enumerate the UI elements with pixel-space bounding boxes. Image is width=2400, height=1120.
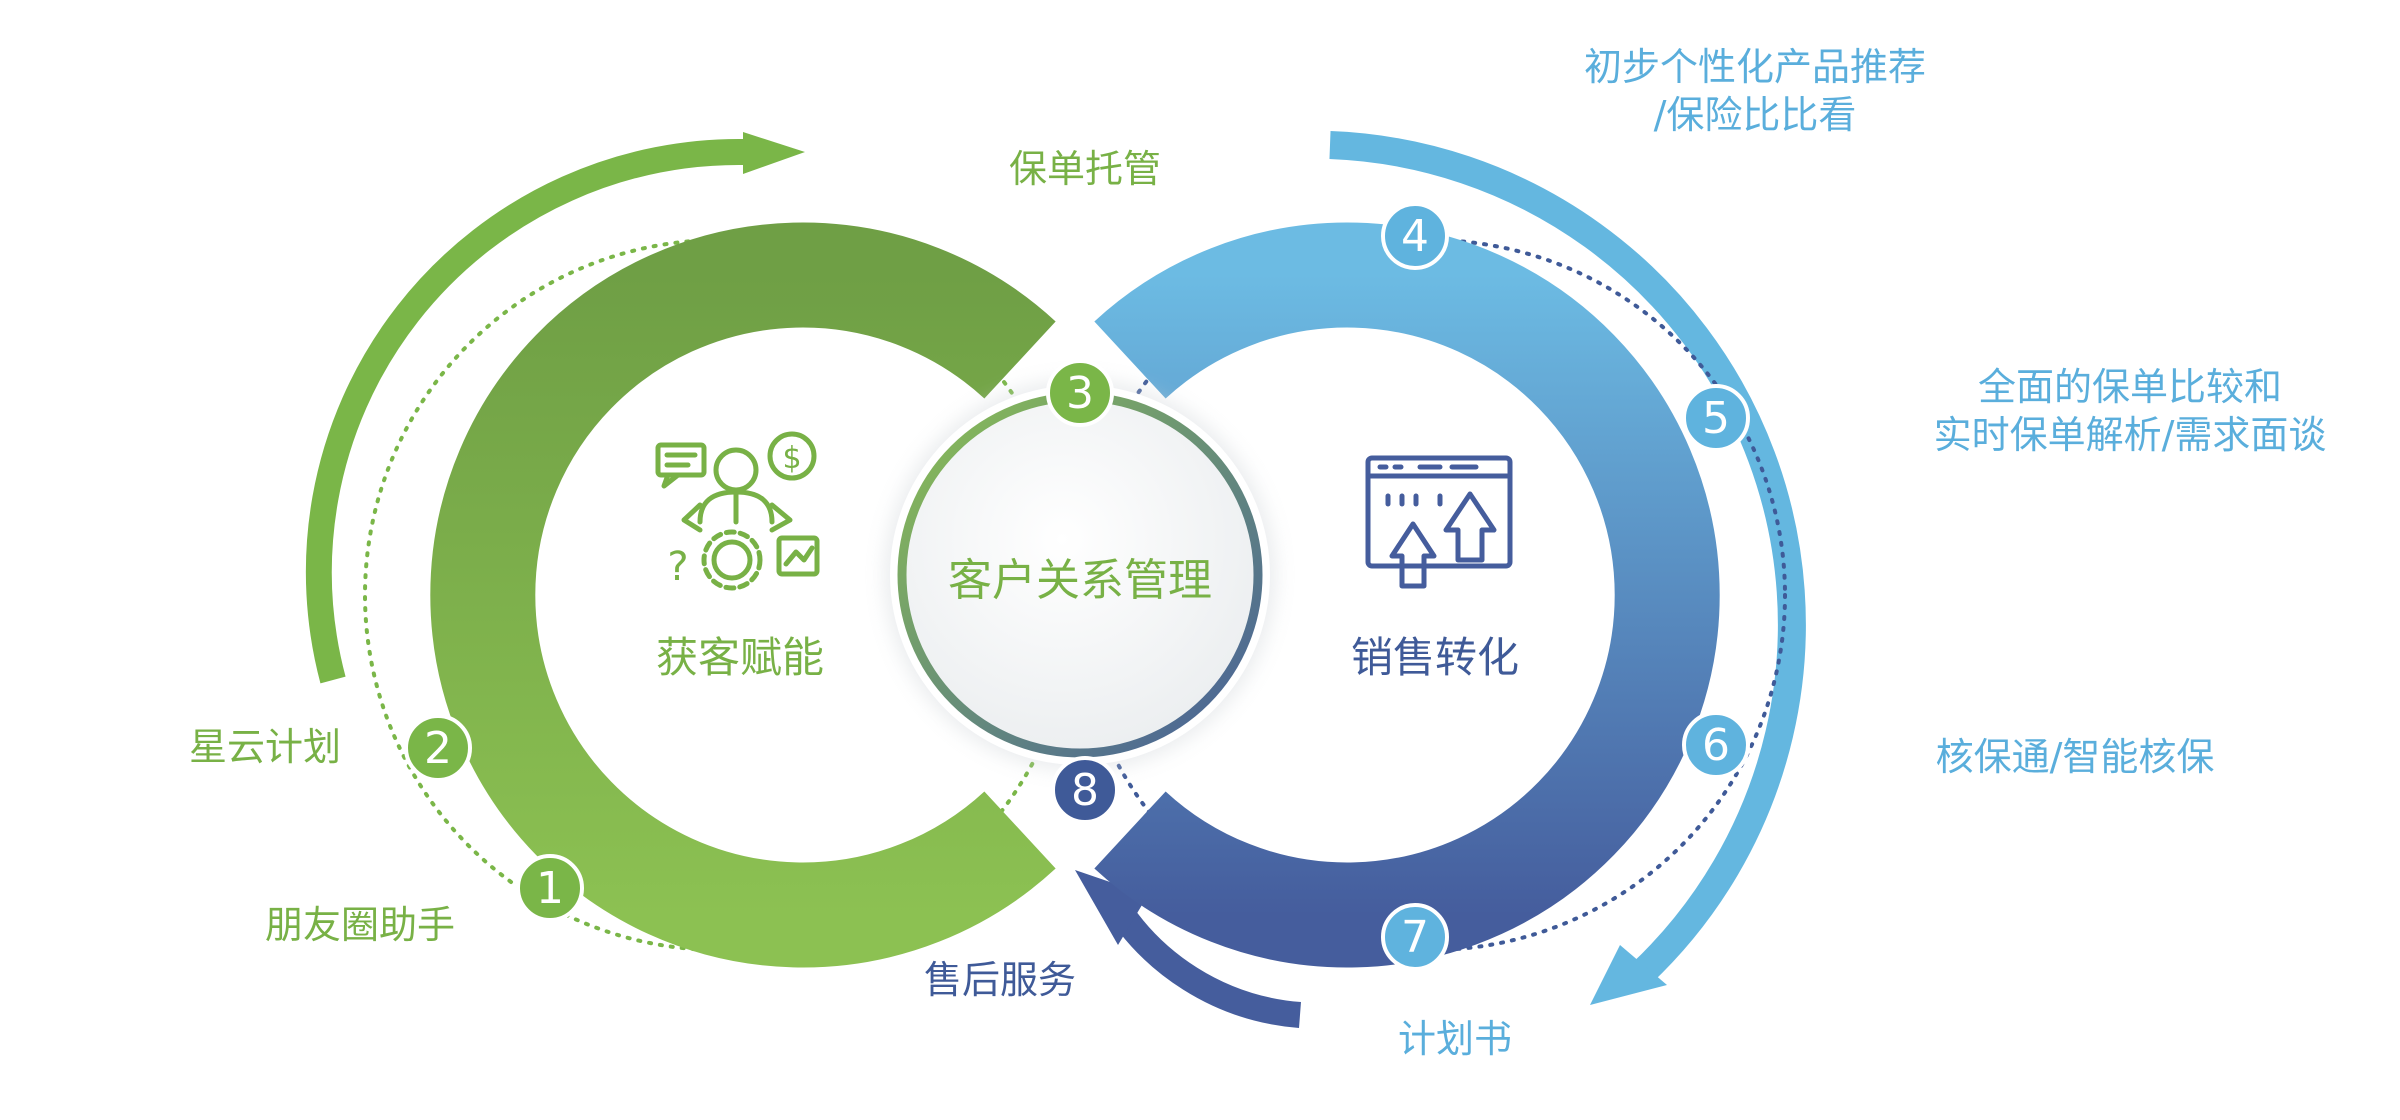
browser-upload-arrows-icon	[1365, 455, 1513, 589]
step-badge-7: 7	[1381, 903, 1449, 971]
svg-text:?: ?	[667, 544, 688, 590]
right-ring-label: 销售转化	[1351, 633, 1519, 682]
step-badge-3: 3	[1046, 359, 1114, 427]
step-label-5-line2: 实时保单解析/需求面谈	[1934, 413, 2327, 457]
step-label-4-line1: 初步个性化产品推荐	[1584, 45, 1926, 89]
left-sweep-arrow	[305, 132, 805, 684]
left-ring	[430, 222, 1056, 968]
svg-text:4: 4	[1401, 211, 1429, 262]
step-label-3: 保单托管	[1009, 147, 1161, 191]
center-circle: 客户关系管理	[885, 380, 1275, 770]
left-ring-label: 获客赋能	[656, 633, 824, 682]
step-label-2: 星云计划	[189, 725, 341, 769]
step-label-7: 计划书	[1398, 1017, 1512, 1061]
step-badge-5: 5	[1682, 384, 1750, 452]
step-label-5-line1: 全面的保单比较和	[1978, 365, 2282, 409]
svg-text:2: 2	[424, 723, 452, 774]
step-label-6: 核保通/智能核保	[1936, 735, 2215, 779]
step-badge-1: 1	[516, 854, 584, 922]
step-badge-4: 4	[1381, 202, 1449, 270]
step-badge-2: 2	[404, 714, 472, 782]
svg-text:1: 1	[536, 863, 564, 914]
step-badge-6: 6	[1682, 711, 1750, 779]
svg-text:7: 7	[1401, 912, 1429, 963]
step-label-1: 朋友圈助手	[265, 903, 455, 947]
center-label: 客户关系管理	[948, 555, 1212, 606]
step-badge-8: 8	[1051, 756, 1119, 824]
right-ring	[1094, 222, 1720, 968]
svg-text:3: 3	[1066, 368, 1094, 419]
svg-text:$: $	[782, 441, 801, 476]
step-label-8: 售后服务	[924, 958, 1076, 1002]
businessman-dollar-gear-icon: $ ?	[655, 431, 820, 591]
svg-text:8: 8	[1071, 765, 1099, 816]
svg-text:6: 6	[1702, 720, 1730, 771]
svg-text:5: 5	[1702, 393, 1730, 444]
step-label-4-line2: /保险比比看	[1654, 93, 1857, 137]
right-sweep-arrow	[1329, 131, 1806, 1005]
